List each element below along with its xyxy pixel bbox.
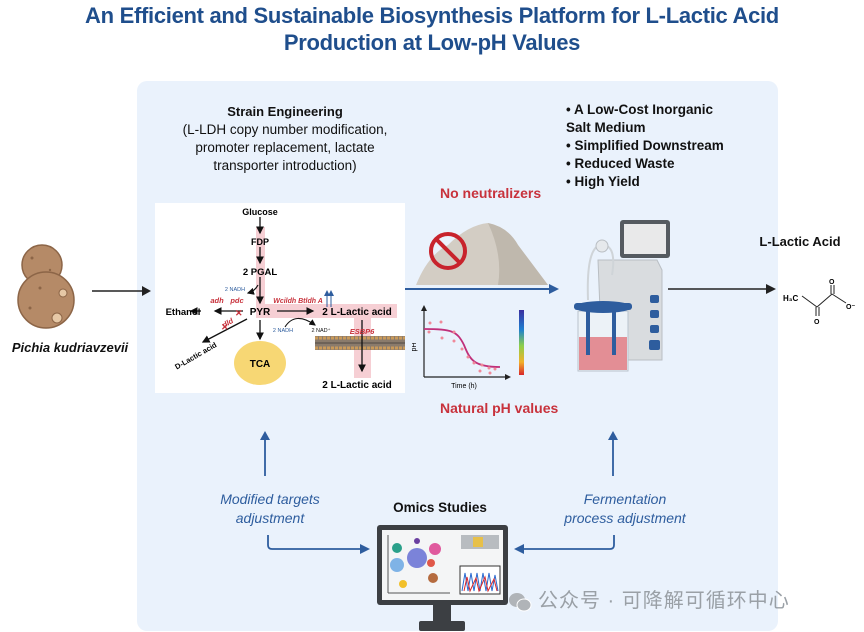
computer-monitor-icon bbox=[377, 525, 508, 631]
strain-desc-line: transporter introduction) bbox=[213, 158, 357, 173]
structure-oxygen-top: O bbox=[829, 279, 835, 286]
arrow-to-omics-left bbox=[267, 535, 370, 554]
cofactor-nadh-top: 2 NADH bbox=[225, 287, 245, 293]
cell-membrane bbox=[315, 336, 405, 350]
fermentation-adjustment-label: Fermentation process adjustment bbox=[550, 490, 700, 528]
arrow-organism-to-pathway bbox=[92, 286, 151, 296]
ph-plot-icon: pH Time (h) bbox=[412, 305, 524, 390]
metabolite-pyr: PYR bbox=[250, 307, 271, 318]
benefit-item: • A Low-Cost Inorganic bbox=[566, 102, 713, 117]
arrow-to-omics-right bbox=[514, 535, 615, 554]
metabolite-fdp: FDP bbox=[251, 237, 269, 247]
prohibited-sign-icon bbox=[429, 232, 467, 270]
metabolite-l-lactic-extracellular: 2 L-Lactic acid bbox=[322, 380, 391, 391]
benefit-item: • Simplified Downstream bbox=[566, 138, 724, 153]
feedback-left-line: Modified targets bbox=[220, 491, 320, 507]
arrow-pathway-to-bioreactor bbox=[405, 284, 559, 294]
metabolite-d-lactic-acid: D-Lactic acid bbox=[173, 340, 218, 371]
watermark: 公众号 · 可降解可循环中心 bbox=[508, 584, 790, 613]
omics-studies-title: Omics Studies bbox=[393, 500, 487, 515]
metabolite-pgal: 2 PGAL bbox=[243, 267, 278, 278]
glycolysis-highlight bbox=[256, 227, 265, 315]
arrow-up-left bbox=[260, 431, 270, 476]
sequencing-chromatogram bbox=[461, 572, 499, 592]
arrow-up-right bbox=[608, 431, 618, 476]
strain-engineering-description: (L-LDH copy number modification, promote… bbox=[150, 121, 420, 175]
watermark-text: 公众号 · 可降解可循环中心 bbox=[538, 590, 790, 612]
cofactor-nad-plus: 2 NAD⁺ bbox=[311, 327, 330, 334]
wechat-icon bbox=[508, 592, 532, 612]
tsne-cluster-plot bbox=[390, 538, 441, 588]
gene-pdc: pdc bbox=[229, 296, 244, 305]
ldh-highlight bbox=[256, 304, 397, 318]
structure-methyl: H₃C bbox=[783, 294, 798, 303]
metabolite-tca: TCA bbox=[250, 359, 271, 370]
figure-title: An Efficient and Sustainable Biosynthesi… bbox=[0, 2, 864, 56]
strain-engineering-title: Strain Engineering bbox=[227, 104, 343, 119]
benefit-item: • Reduced Waste bbox=[566, 156, 675, 171]
neutralizer-pile-icon bbox=[416, 223, 548, 285]
metabolic-pathway-svg: ✕ ✕ Glucose FDP 2 PGAL PYR Ethanol D-Lac… bbox=[166, 207, 405, 391]
knockout-mark-dld: ✕ bbox=[221, 322, 229, 332]
metabolite-ethanol: Ethanol bbox=[166, 307, 201, 318]
lactic-acid-structure-icon: H₃C O O O⁻ bbox=[783, 279, 855, 326]
ph-plot-xlabel: Time (h) bbox=[451, 383, 477, 390]
figure-title-line1: An Efficient and Sustainable Biosynthesi… bbox=[85, 3, 779, 28]
bioreactor-icon bbox=[574, 220, 670, 372]
figure-title-line2: Production at Low-pH Values bbox=[283, 30, 581, 55]
cofactor-nadh-bottom: 2 NADH bbox=[273, 328, 293, 334]
gene-dld: dld bbox=[221, 316, 236, 330]
modified-targets-label: Modified targets adjustment bbox=[200, 490, 340, 528]
gene-ldh: Wcildh Btldh A bbox=[273, 298, 323, 305]
strain-desc-line: promoter replacement, lactate bbox=[195, 140, 375, 155]
product-title: L-Lactic Acid bbox=[759, 234, 841, 249]
natural-ph-label: Natural pH values bbox=[440, 400, 559, 416]
no-neutralizers-label: No neutralizers bbox=[440, 185, 542, 201]
metabolite-glucose: Glucose bbox=[242, 207, 278, 217]
tca-cycle-icon bbox=[234, 341, 286, 385]
structure-oxygen-bottom: O bbox=[814, 319, 820, 326]
arrow-bioreactor-to-product bbox=[668, 284, 776, 294]
yeast-cell-icon bbox=[17, 244, 75, 329]
gene-adh: adh bbox=[210, 296, 224, 305]
knockout-mark-pdc: ✕ bbox=[235, 308, 243, 318]
structure-oxygen-carboxylate: O⁻ bbox=[846, 304, 855, 311]
feedback-right-line: Fermentation bbox=[583, 491, 667, 507]
feedback-right-line: process adjustment bbox=[564, 510, 686, 526]
gene-esbp6: ESBP6 bbox=[350, 327, 375, 336]
organism-name: Pichia kudriavzevii bbox=[11, 340, 129, 355]
strain-desc-line: (L-LDH copy number modification, bbox=[182, 122, 388, 137]
benefit-item: • High Yield bbox=[566, 174, 640, 189]
ph-plot-ylabel: pH bbox=[412, 343, 418, 352]
benefit-item: Salt Medium bbox=[566, 120, 646, 135]
benefits-list: • A Low-Cost Inorganic Salt Medium • Sim… bbox=[566, 101, 776, 191]
feedback-left-line: adjustment bbox=[235, 510, 305, 526]
metabolite-l-lactic-intracellular: 2 L-Lactic acid bbox=[322, 307, 391, 318]
ph-color-scale bbox=[519, 310, 524, 375]
